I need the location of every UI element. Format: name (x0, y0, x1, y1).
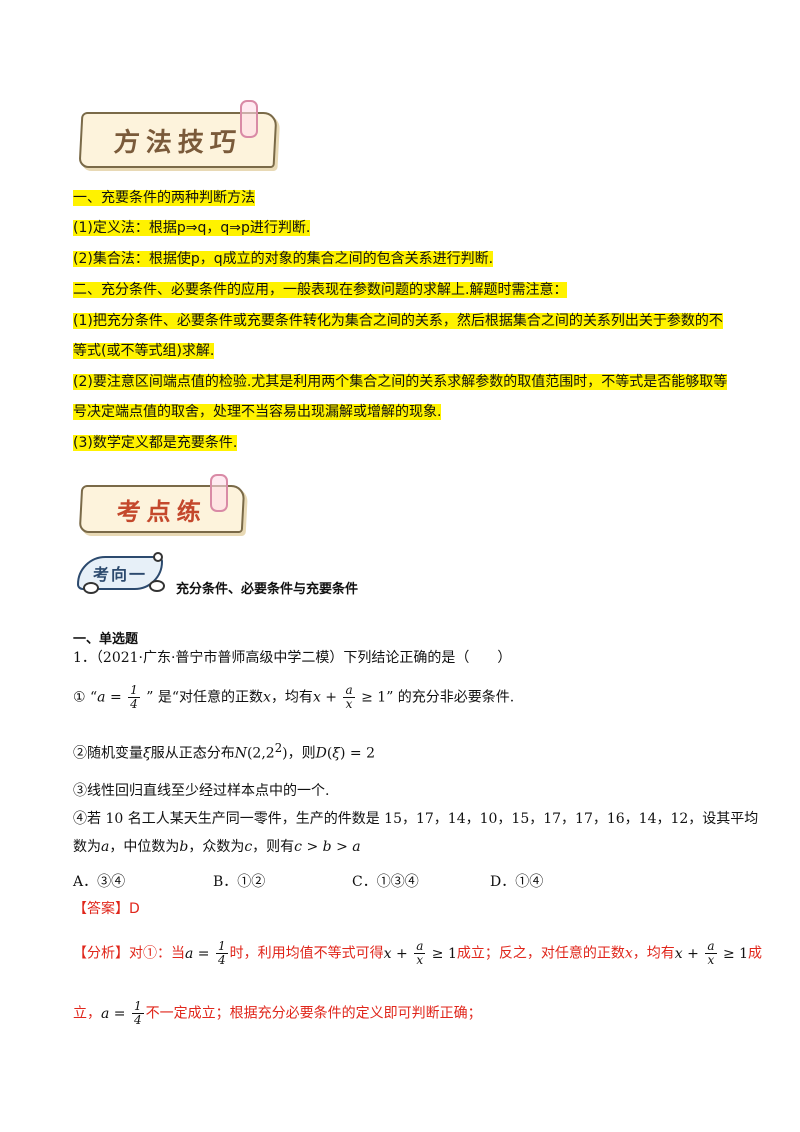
statement-1-suffix: ” 的充分非必要条件. (386, 689, 515, 706)
statement-1-mid: ” 是“对任意的正数 (146, 689, 264, 706)
statement-4-mid: ，中位数为 (109, 839, 180, 855)
method-line-set: (2)集合法：根据使p，q成立的对象的集合之间的包含关系进行判断. (73, 251, 494, 267)
decorative-dot-icon (149, 580, 165, 592)
choice-d[interactable]: D．①④ (490, 874, 544, 890)
statement-2-prefix: ②随机变量 (73, 745, 143, 762)
method-heading-1: 一、充要条件的两种判断方法 (73, 190, 255, 206)
statement-1-mid2: ，均有 (270, 689, 313, 706)
direction-badge: 考向一 (73, 552, 173, 594)
analysis-text-5: 成 (748, 945, 763, 962)
choice-a[interactable]: A．③④ (73, 874, 126, 890)
answer-line: 【答案】D (73, 899, 140, 919)
analysis-text-7: 不一定成立；根据充分必要条件的定义即可判断正确； (145, 1005, 482, 1022)
section-title: 一、单选题 (73, 632, 139, 647)
method-line-note-3: (3)数学定义都是充要条件. (73, 435, 238, 451)
answer-value: D (129, 901, 140, 917)
statement-2-mid2: ，则 (287, 745, 316, 762)
decorative-dot-icon (83, 582, 99, 594)
analysis-text-1: 对①：当 (129, 945, 185, 962)
question-stem: 1．（2021·广东·普宁市普师高级中学二模）下列结论正确的是（ ） (73, 650, 512, 666)
analysis-label: 【分析】 (73, 945, 129, 962)
statement-2-mid: 服从正态分布 (150, 745, 235, 762)
statement-4-prefix: 数为 (73, 839, 101, 855)
direction-title: 充分条件、必要条件与充要条件 (176, 582, 359, 597)
answer-label: 【答案】 (73, 901, 129, 917)
method-line-note-1a: (1)把充分条件、必要条件或充要条件转化为集合之间的关系，然后根据集合之间的关系… (73, 313, 723, 329)
analysis-text-6: 立， (73, 1005, 101, 1022)
choice-b[interactable]: B．①② (213, 874, 266, 890)
paperclip-icon (210, 474, 228, 512)
paperclip-icon (240, 100, 258, 138)
method-line-note-2b: 号决定端点值的取舍，处理不当容易出现漏解或增解的现象. (73, 404, 442, 420)
analysis-text-2: 时，利用均值不等式可得 (229, 945, 384, 962)
statement-3: ③线性回归直线至少经过样本点中的一个. (73, 783, 330, 799)
statement-4-line-2: 数为a，中位数为b，众数为c，则有c > b > a (73, 839, 361, 855)
statement-1-prefix: ① “ (73, 689, 98, 706)
method-line-note-1b: 等式(或不等式组)求解. (73, 343, 215, 359)
analysis-text-4: ，均有 (632, 945, 675, 962)
statement-4-line-1: ④若 10 名工人某天生产同一零件，生产的件数是 15，17，14，10，15，… (73, 811, 759, 827)
decorative-dot-icon (153, 552, 163, 562)
method-heading-2: 二、充分条件、必要条件的应用，一般表现在参数问题的求解上.解题时需注意： (73, 282, 568, 298)
statement-2: ②随机变量ξ服从正态分布N(2,22)，则D(ξ) = 2 (73, 741, 376, 762)
choice-c[interactable]: C．①③④ (352, 874, 419, 890)
method-line-note-2a: (2)要注意区间端点值的检验.尤其是利用两个集合之间的关系求解参数的取值范围时，… (73, 374, 728, 390)
method-line-definition: (1)定义法：根据p⇒q，q⇒p进行判断. (73, 220, 311, 236)
statement-4-mid2: ，众数为 (188, 839, 245, 855)
analysis-text-3: 成立；反之，对任意的正数 (456, 945, 625, 962)
statement-4-mid3: ，则有 (252, 839, 295, 855)
